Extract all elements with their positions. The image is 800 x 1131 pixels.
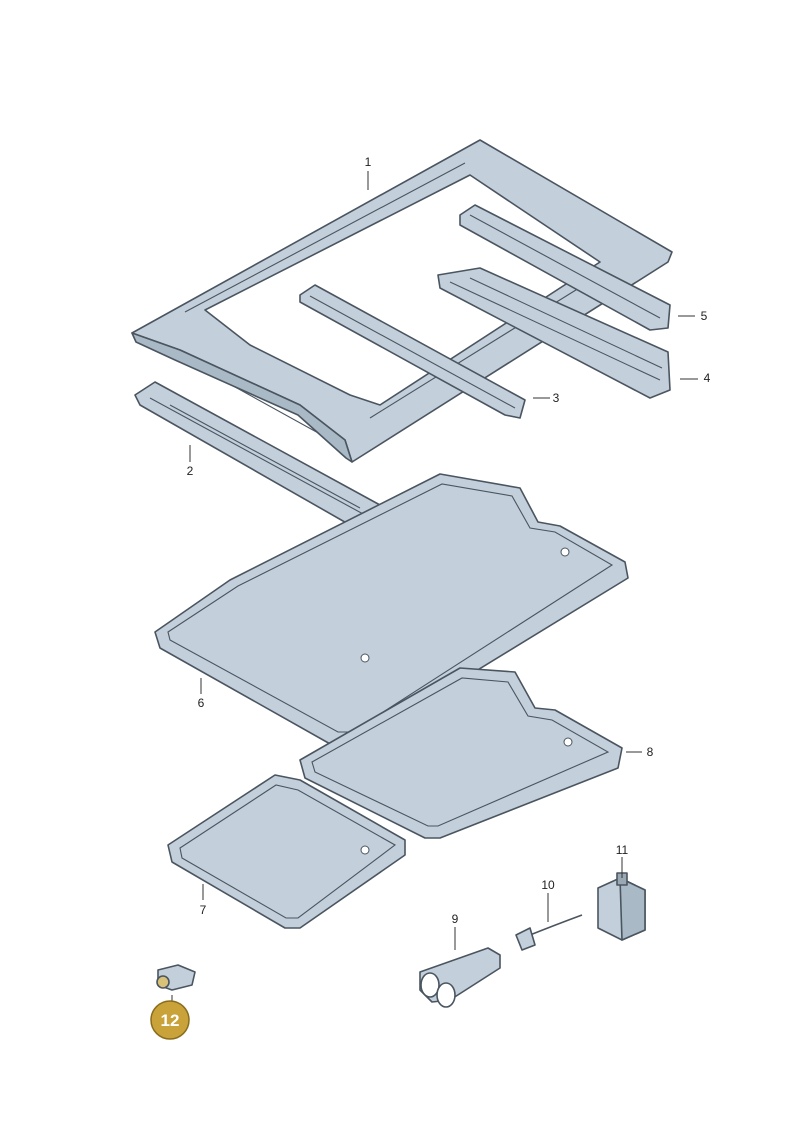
double-clip-part[interactable]	[419, 947, 501, 1008]
callout-7: 7	[200, 903, 207, 917]
small-floor-mat-part[interactable]	[167, 774, 406, 929]
rear-rail-part[interactable]	[459, 204, 671, 331]
callout-5: 5	[701, 309, 708, 323]
callout-3: 3	[553, 391, 560, 405]
callout-11: 11	[616, 843, 629, 857]
roof-bow-part[interactable]	[299, 284, 526, 419]
rear-cross-member-part[interactable]	[437, 267, 671, 399]
callout-4: 4	[704, 371, 711, 385]
callout-8: 8	[647, 745, 654, 759]
large-floor-mat-part[interactable]	[154, 473, 629, 746]
callout-10: 10	[541, 878, 555, 892]
hose-fitting-part[interactable]	[515, 914, 583, 951]
leader-lines	[171, 171, 698, 1002]
callout-12-badge[interactable]: 12	[150, 1000, 190, 1040]
callout-1: 1	[365, 155, 372, 169]
callout-6: 6	[198, 696, 205, 710]
container-part[interactable]	[597, 872, 646, 941]
callout-9: 9	[452, 912, 459, 926]
second-floor-mat-part[interactable]	[299, 667, 623, 839]
callout-2: 2	[187, 464, 194, 478]
bolt-part[interactable]	[156, 964, 196, 991]
callout-12: 12	[161, 1011, 180, 1030]
